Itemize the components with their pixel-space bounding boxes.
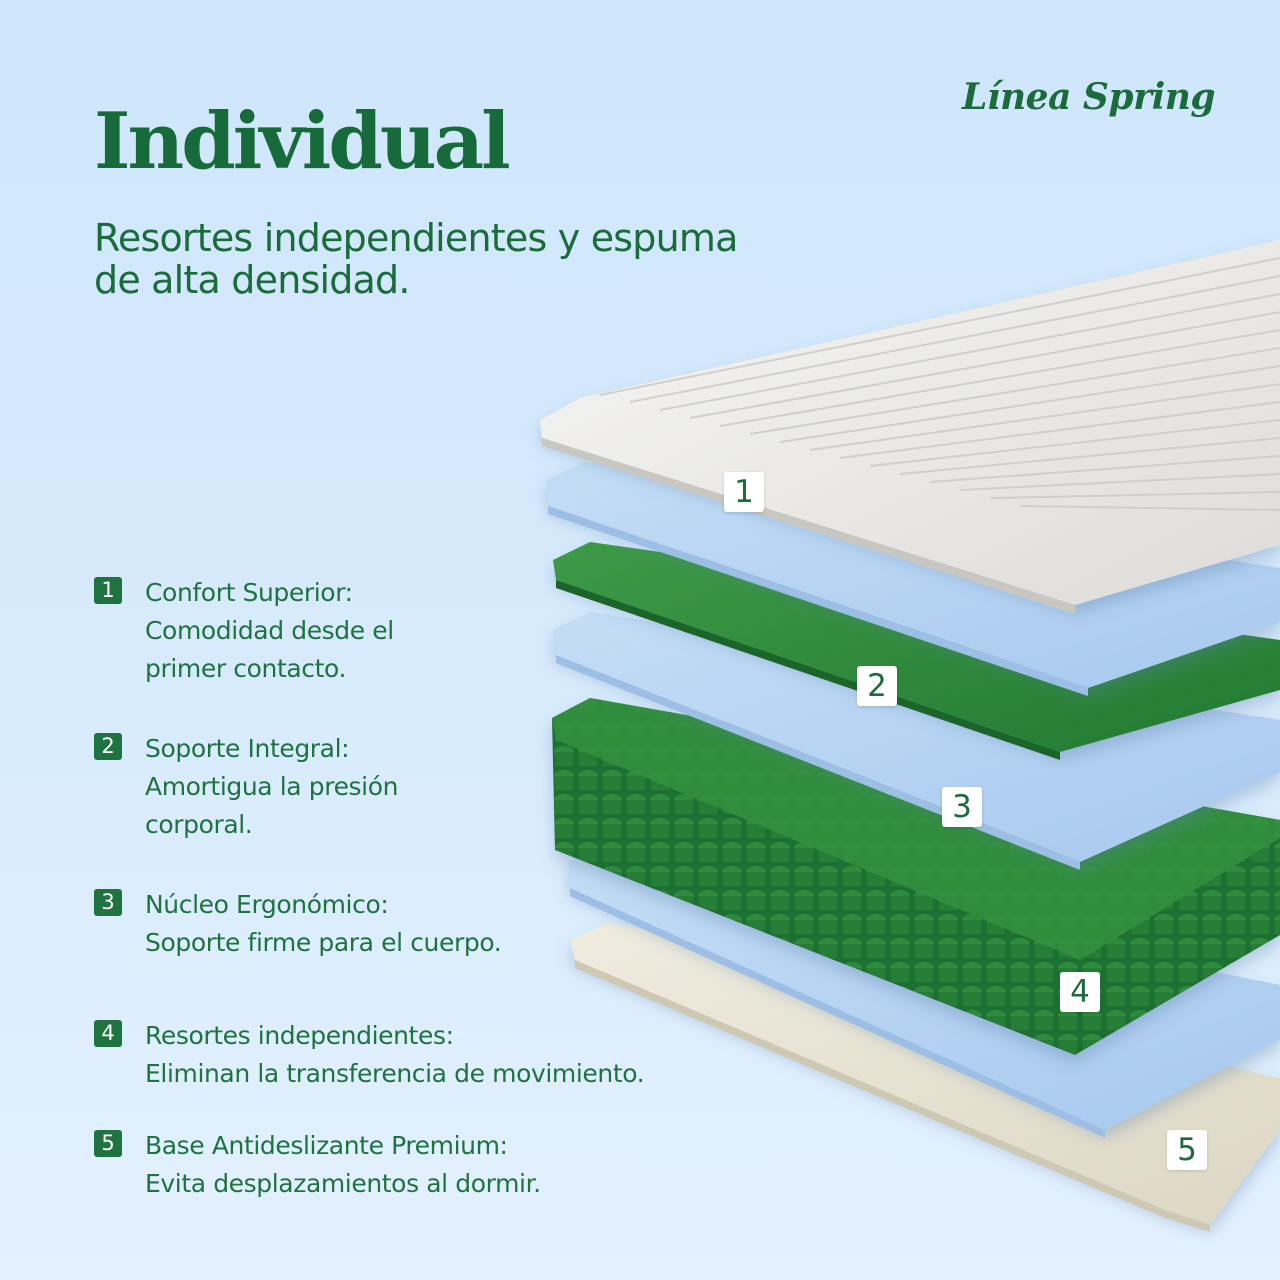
feature-heading: Resortes independientes: [145, 1021, 454, 1050]
feature-description: Comodidad desde el [145, 616, 394, 645]
badge-1: 1 [724, 472, 764, 512]
badge-5: 5 [1167, 1130, 1207, 1170]
layer-top-foam [546, 462, 1280, 696]
feature-heading: Confort Superior: [145, 578, 353, 607]
feature-description: primer contacto. [145, 654, 347, 683]
feature-number: 4 [94, 1020, 122, 1047]
feature-description: Amortigua la presión [145, 772, 399, 801]
brand-line-label: Línea Spring [962, 76, 1216, 118]
feature-text: Confort Superior: Comodidad desde el pri… [145, 574, 705, 688]
layer-quilted-cover [540, 240, 1280, 614]
feature-number: 1 [94, 577, 122, 604]
subtitle-line-1: Resortes independientes y espuma [94, 216, 738, 260]
badge-2: 2 [857, 666, 897, 706]
feature-description: Soporte firme para el cuerpo. [145, 928, 502, 957]
feature-heading: Núcleo Ergonómico: [145, 890, 389, 919]
layer-base [570, 922, 1280, 1232]
subtitle-line-2: de alta densidad. [94, 257, 410, 302]
feature-description: Evita desplazamientos al dormir. [145, 1169, 541, 1198]
feature-text: Soporte Integral: Amortigua la presión c… [145, 730, 705, 844]
feature-number: 3 [94, 889, 122, 916]
feature-description: corporal. [145, 810, 253, 839]
page-title: Individual [94, 96, 511, 187]
page-subtitle: Resortes independientes y espuma de alta… [94, 216, 854, 302]
feature-heading: Soporte Integral: [145, 734, 350, 763]
feature-number: 2 [94, 733, 122, 760]
feature-description: Eliminan la transferencia de movimiento. [145, 1059, 645, 1088]
layer-green-foam [553, 542, 1280, 760]
badge-3: 3 [942, 787, 982, 827]
layer-pocket-springs [552, 698, 1280, 1055]
badge-4: 4 [1060, 972, 1100, 1012]
feature-text: Resortes independientes: Eliminan la tra… [145, 1017, 705, 1093]
feature-text: Núcleo Ergonómico: Soporte firme para el… [145, 886, 705, 962]
feature-number: 5 [94, 1130, 122, 1157]
feature-text: Base Antideslizante Premium: Evita despl… [145, 1127, 705, 1203]
feature-heading: Base Antideslizante Premium: [145, 1131, 508, 1160]
